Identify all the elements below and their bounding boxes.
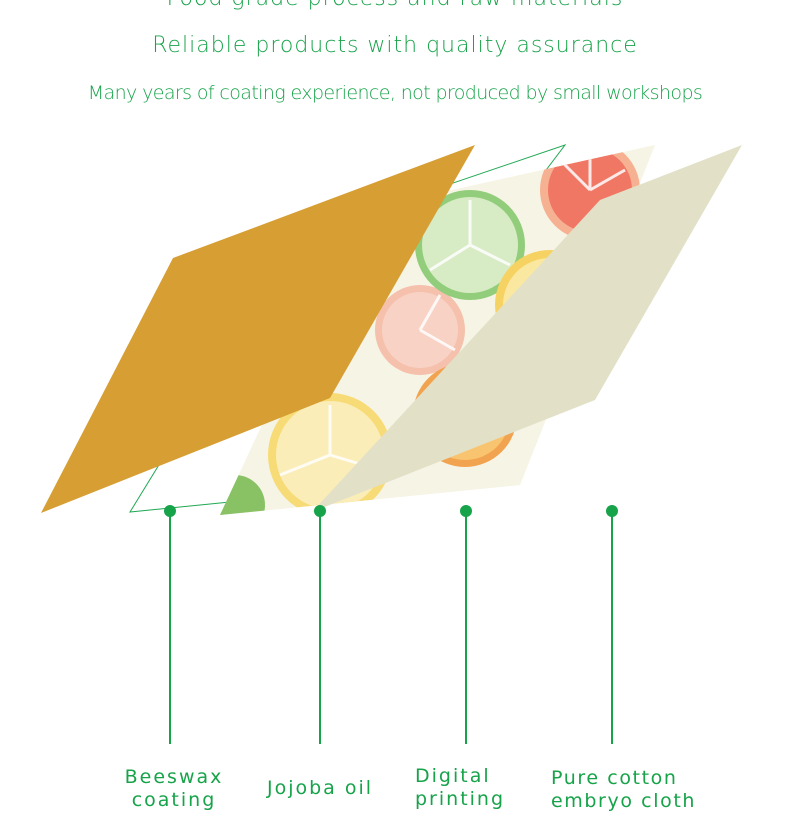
headline-process: Food grade process and raw materials xyxy=(0,0,790,11)
headline-quality: Reliable products with quality assurance xyxy=(152,33,638,58)
label-line: printing xyxy=(415,788,506,810)
label-line: coating xyxy=(131,789,217,811)
label-line: Digital xyxy=(415,765,491,787)
label-line: embryo cloth xyxy=(551,790,697,812)
label-line: Jojoba oil xyxy=(266,777,374,799)
label-line: Beeswax xyxy=(124,766,224,788)
callout-cotton xyxy=(606,505,618,744)
callout-printing xyxy=(460,505,472,744)
label-line: Pure cotton xyxy=(551,767,678,789)
cotton-cloth-sheet xyxy=(312,145,742,512)
callout-jojoba xyxy=(314,505,326,744)
beeswax-sheet xyxy=(41,145,475,513)
headline-experience: Many years of coating experience, not pr… xyxy=(87,82,703,104)
label-jojoba-oil: Jojoba oil xyxy=(255,777,385,800)
callout-beeswax xyxy=(164,505,176,744)
